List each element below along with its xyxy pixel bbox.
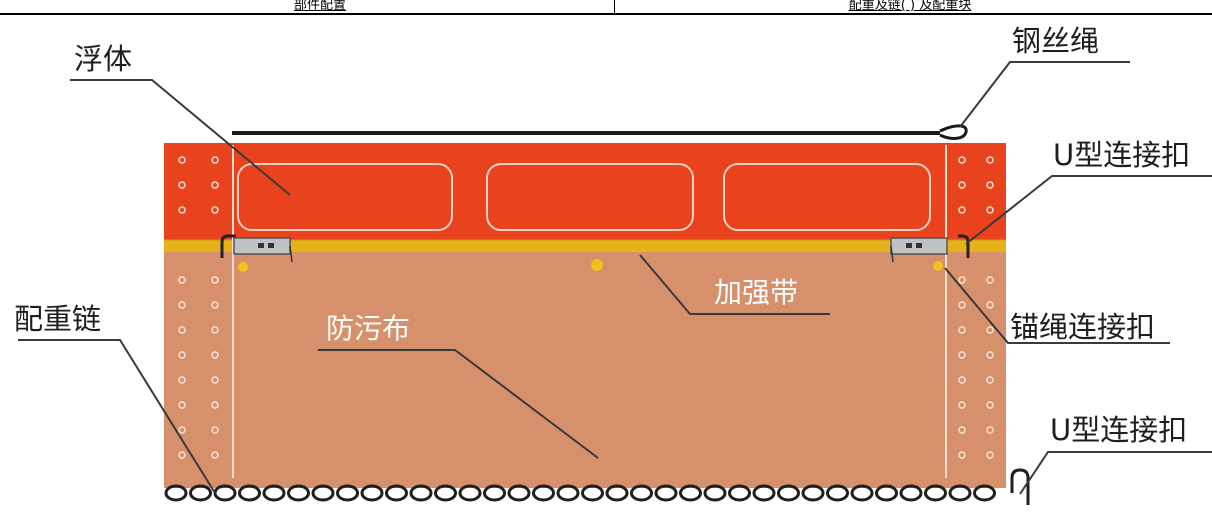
chain-link (287, 484, 310, 502)
label-anchor-rope-clip: 锚绳连接扣 (1010, 310, 1156, 344)
float-segment-1 (237, 163, 453, 231)
leader-counterweight-chain (18, 339, 216, 494)
chain-link (948, 484, 972, 502)
chain-link (973, 484, 996, 502)
table-header-row: 部件配置 配重及链( ) 及配重块 (0, 0, 1212, 15)
chain-link (654, 484, 678, 502)
leader-antifouling-cloth (318, 349, 599, 459)
header-right-cell: 配重及链( ) 及配重块 (848, 0, 972, 13)
counterweight-chain (164, 484, 996, 502)
label-u-clip-bottom: U型连接扣 (1050, 413, 1188, 447)
chain-link (703, 484, 727, 502)
leader-u-clip-bottom (1019, 451, 1212, 495)
reinforcing-band (164, 240, 1006, 252)
chain-link (262, 484, 286, 502)
label-u-clip-top: U型连接扣 (1053, 138, 1191, 172)
chain-link (850, 484, 874, 502)
leader-reinforcing-band (639, 254, 830, 315)
label-counterweight-chain: 配重链 (14, 302, 102, 336)
anchor-plate-right (890, 237, 948, 263)
header-left-cell: 部件配置 (293, 0, 346, 13)
chain-link (458, 484, 482, 502)
leader-u-clip-top (965, 175, 1212, 245)
chain-link (311, 484, 335, 502)
chain-link (581, 484, 604, 502)
leader-wire-rope (959, 61, 1130, 128)
chain-link (556, 484, 580, 502)
float-segment-3 (723, 163, 931, 231)
chain-link (532, 484, 555, 502)
label-antifouling-cloth: 防污布 (326, 312, 411, 345)
chain-link (360, 484, 384, 502)
anchor-plate-left (233, 237, 293, 263)
chain-link (409, 484, 433, 502)
chain-link (924, 484, 947, 502)
rivet-middle (591, 259, 603, 271)
header-divider (614, 0, 615, 13)
float-segment-2 (486, 163, 694, 231)
rivet-left (238, 262, 248, 272)
leader-anchor-clip (944, 267, 1170, 344)
label-reinforcing-band: 加强带 (714, 276, 799, 309)
chain-link (507, 484, 531, 502)
chain-link (238, 484, 261, 502)
chain-link (336, 484, 359, 502)
wire-rope (232, 124, 968, 140)
chain-link (875, 484, 898, 502)
label-float: 浮体 (74, 42, 133, 76)
chain-link (434, 484, 457, 502)
leader-float (70, 79, 291, 196)
left-eyelets (178, 156, 219, 459)
label-wire-rope: 钢丝绳 (1012, 24, 1100, 58)
leader-lines (18, 61, 1212, 495)
u-clip-chain-end (1010, 468, 1030, 505)
chain-link (752, 484, 776, 502)
chain-link (826, 484, 849, 502)
chain-link (630, 484, 653, 502)
chain-link (483, 484, 506, 502)
chain-link (899, 484, 923, 502)
rivet-right (933, 261, 943, 271)
chain-link (801, 484, 825, 502)
chain-link (728, 484, 751, 502)
antifouling-cloth (164, 252, 1006, 488)
chain-link (777, 484, 800, 502)
chain-link (164, 484, 188, 502)
float-body (164, 143, 1006, 240)
chain-link (189, 484, 212, 502)
chain-link (605, 484, 629, 502)
right-eyelets (958, 156, 994, 459)
chain-link (679, 484, 702, 502)
chain-link (213, 484, 237, 502)
u-clip-left (220, 234, 236, 258)
chain-link (385, 484, 408, 502)
